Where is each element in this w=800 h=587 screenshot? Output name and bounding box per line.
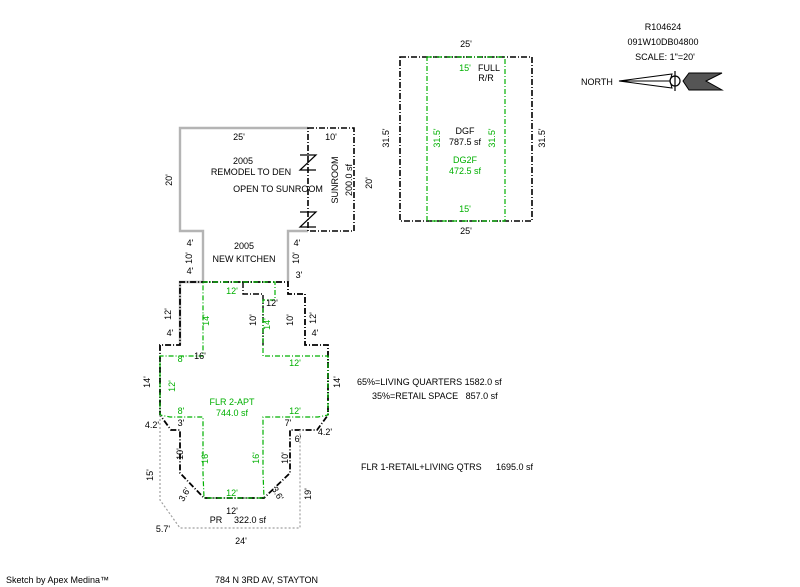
garage-outline bbox=[399, 56, 533, 222]
porch-left-dim: 15' bbox=[145, 469, 155, 481]
garage-bottom-dim: 25' bbox=[460, 226, 472, 236]
property-address: 784 N 3RD AV, STAYTON bbox=[215, 575, 318, 585]
garage-area: 787.5 sf bbox=[449, 137, 482, 147]
porch-corner-dim: 5.7' bbox=[156, 524, 171, 534]
kitchen-right-bottom-dim: 3' bbox=[296, 270, 303, 280]
sunroom-outline bbox=[307, 127, 355, 232]
garage-label: DGF bbox=[456, 126, 476, 136]
garage-top-dim: 25' bbox=[460, 39, 472, 49]
floor1-dim: 12' bbox=[163, 308, 173, 320]
floor1-dim: 4.2' bbox=[145, 420, 160, 430]
floor1-dim: 7' bbox=[285, 418, 292, 428]
floor2-dim: 14' bbox=[201, 314, 211, 326]
kitchen-label: NEW KITCHEN bbox=[213, 254, 276, 264]
garage-note-line2: R/R bbox=[478, 73, 494, 83]
living-quarters-note: 65%=LIVING QUARTERS 1582.0 sf bbox=[357, 377, 502, 387]
floor2-dim: 12' bbox=[289, 358, 301, 368]
floor1-dim: 3.6' bbox=[177, 486, 193, 504]
sunroom-label: SUNROOM bbox=[330, 157, 340, 204]
floor1-dim: 4.2' bbox=[318, 427, 333, 437]
garage-upper-area: 472.5 sf bbox=[449, 166, 482, 176]
porch-area: 322.0 sf bbox=[234, 515, 267, 525]
floor2-dim: 14' bbox=[262, 318, 272, 330]
garage-note-line1: FULL bbox=[478, 63, 500, 73]
floor1-notch bbox=[242, 282, 264, 345]
den-top-dim: 25' bbox=[233, 132, 245, 142]
floor2-dim: 12' bbox=[226, 488, 238, 498]
floor1-dim: 14' bbox=[332, 376, 342, 388]
map-number: 091W10DB04800 bbox=[627, 37, 698, 47]
floor2-label: FLR 2-APT bbox=[209, 397, 255, 407]
floor1-label: FLR 1-RETAIL+LIVING QTRS bbox=[361, 462, 482, 472]
wall-break-icon bbox=[298, 211, 318, 228]
floor1-dim: 12' bbox=[266, 298, 278, 308]
floor1-dim: 14' bbox=[142, 376, 152, 388]
sunroom-top-dim: 10' bbox=[325, 132, 337, 142]
floor1-dim: 10' bbox=[248, 314, 258, 326]
garage-right-dim: 31.5' bbox=[537, 128, 547, 148]
sunroom-right-dim: 20' bbox=[364, 177, 374, 189]
kitchen-left-bottom-dim: 4' bbox=[187, 266, 194, 276]
floor1-dim: 10' bbox=[280, 452, 290, 464]
porch-outline bbox=[159, 415, 301, 529]
floor2-dim: 8' bbox=[178, 354, 185, 364]
kitchen-year: 2005 bbox=[234, 241, 254, 251]
garage-upper-top-dim: 15' bbox=[459, 63, 471, 73]
garage-upper-right-dim: 31.5' bbox=[487, 128, 497, 148]
garage-upper-bottom-dim: 15' bbox=[459, 204, 471, 214]
garage-upper-label: DG2F bbox=[453, 155, 478, 165]
floor1-dim: 6' bbox=[295, 434, 302, 444]
den-note-line2: OPEN TO SUNROOM bbox=[233, 184, 323, 194]
wall-break-icon bbox=[298, 154, 318, 171]
floor1-area: 1695.0 sf bbox=[496, 462, 534, 472]
porch-right-dim: 19' bbox=[303, 488, 313, 500]
sunroom-area: 200.0 sf bbox=[344, 163, 354, 196]
floor2-dim: 16' bbox=[251, 452, 261, 464]
floor1-dim: 3' bbox=[178, 418, 185, 428]
floor1-dim: 12' bbox=[226, 506, 238, 516]
garage-upper-outline bbox=[426, 56, 506, 222]
garage-left-dim: 31.5' bbox=[381, 128, 391, 148]
floor1-dim: 10' bbox=[175, 448, 185, 460]
den-note-year: 2005 bbox=[233, 156, 253, 166]
floor1-dim: 10' bbox=[285, 314, 295, 326]
kitchen-left-upper-dim: 4' bbox=[187, 238, 194, 248]
north-label: NORTH bbox=[581, 77, 613, 87]
floor2-dim: 12' bbox=[289, 406, 301, 416]
floor1-dim: 4' bbox=[167, 328, 174, 338]
porch-bottom-dim: 24' bbox=[235, 536, 247, 546]
floor2-dim: 8' bbox=[178, 406, 185, 416]
sketch-credit: Sketch by Apex Medina™ bbox=[6, 575, 109, 585]
kitchen-left-lower-dim: 10' bbox=[184, 252, 194, 264]
den-left-dim: 20' bbox=[164, 174, 174, 186]
floor1-dim: 12' bbox=[308, 312, 318, 324]
floor2-dim: 12' bbox=[226, 286, 238, 296]
garage-upper-left-dim: 31.5' bbox=[432, 128, 442, 148]
retail-space-note: 35%=RETAIL SPACE 857.0 sf bbox=[372, 391, 498, 401]
kitchen-right-lower-dim: 10' bbox=[291, 252, 301, 264]
floor2-area: 744.0 sf bbox=[216, 408, 249, 418]
floor1-outline bbox=[159, 281, 329, 499]
north-arrow-icon bbox=[618, 71, 724, 91]
floor1-dim: 3.6' bbox=[270, 485, 286, 503]
floor2-outline bbox=[159, 281, 329, 499]
porch-label: PR bbox=[210, 515, 223, 525]
floor1-dim: 16' bbox=[194, 351, 206, 361]
parcel-id: R104624 bbox=[645, 22, 682, 32]
kitchen-right-upper-dim: 4' bbox=[294, 238, 301, 248]
floor1-dim: 4' bbox=[312, 328, 319, 338]
floor2-dim: 12' bbox=[167, 380, 177, 392]
floor2-dim: 16' bbox=[200, 452, 210, 464]
scale-label: SCALE: 1"=20' bbox=[635, 52, 695, 62]
den-note-line1: REMODEL TO DEN bbox=[211, 167, 291, 177]
